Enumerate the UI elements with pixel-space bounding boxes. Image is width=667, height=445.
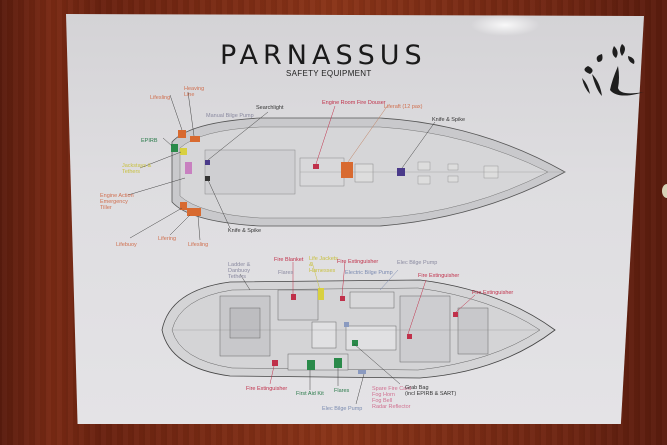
label-life-jackets: Life Jackets & Harnesses bbox=[309, 256, 339, 274]
label-flares-top: Flares bbox=[278, 270, 294, 276]
label-fire-extinguisher-fwd: Fire Extinguisher bbox=[472, 290, 514, 296]
label-knife-spike-aft: Knife & Spike bbox=[228, 228, 262, 234]
label-first-aid-kit: First Aid Kit bbox=[296, 391, 324, 397]
wall-screw bbox=[662, 184, 667, 198]
label-heaving-line: Heaving Line bbox=[184, 86, 205, 98]
label-grab-bag: Grab Bag bbox=[405, 385, 429, 391]
label-radar-reflector: Radar Reflector bbox=[372, 404, 411, 410]
label-liferaft: Liferaft (12 pax) bbox=[384, 104, 423, 110]
label-elec-bilge-pump-fwd: Elec Bilge Pump bbox=[397, 260, 438, 266]
accommodation-plan bbox=[161, 261, 556, 405]
label-lifering: Lifering bbox=[158, 236, 177, 242]
label-fog-horn: Fog Horn bbox=[372, 392, 395, 398]
label-jackstays-tethers: Jackstays & Tethers bbox=[122, 163, 152, 175]
label-lifesling-top: Lifesling bbox=[150, 95, 171, 101]
label-fire-extinguisher-aft: Fire Extinguisher bbox=[246, 386, 288, 392]
label-flares-bottom: Flares bbox=[334, 388, 350, 394]
label-knife-spike-fwd: Knife & Spike bbox=[432, 117, 466, 123]
label-engine-emergency-tiller: Engine Action Emergency Tiller bbox=[100, 193, 134, 211]
label-fog-bell: Fog Bell bbox=[372, 398, 393, 404]
label-epirb: EPIRB bbox=[141, 138, 158, 144]
label-fire-extinguisher-galley: Fire Extinguisher bbox=[337, 259, 379, 265]
label-grab-bag-contents: (incl EPIRB & SART) bbox=[405, 391, 457, 397]
page-subtitle: SAFETY EQUIPMENT bbox=[286, 69, 372, 78]
label-ladder-danbuoy: Ladder & Danbuoy Tethers bbox=[228, 262, 251, 280]
label-lifebuoy: Lifebuoy bbox=[116, 242, 137, 248]
leaf-figure-logo-icon bbox=[582, 44, 644, 96]
deck-plan bbox=[127, 91, 566, 241]
label-fire-blanket: Fire Blanket bbox=[274, 257, 304, 263]
label-engine-room-fire-douser: Engine Room Fire Douser bbox=[322, 100, 386, 106]
laminate-glare bbox=[470, 14, 540, 36]
label-manual-bilge-pump: Manual Bilge Pump bbox=[206, 113, 254, 119]
label-searchlight: Searchlight bbox=[256, 105, 284, 111]
label-elec-bilge-pump-aft: Elec Bilge Pump bbox=[322, 406, 363, 412]
label-electric-bilge-pump: Electric Bilge Pump bbox=[345, 270, 393, 276]
label-spare-fire-card: Spare Fire Card bbox=[372, 386, 412, 392]
label-fire-extinguisher-saloon: Fire Extinguisher bbox=[418, 273, 460, 279]
label-lifesling-bottom: Lifesling bbox=[188, 242, 209, 248]
page-title: PARNASSUS bbox=[220, 40, 427, 71]
